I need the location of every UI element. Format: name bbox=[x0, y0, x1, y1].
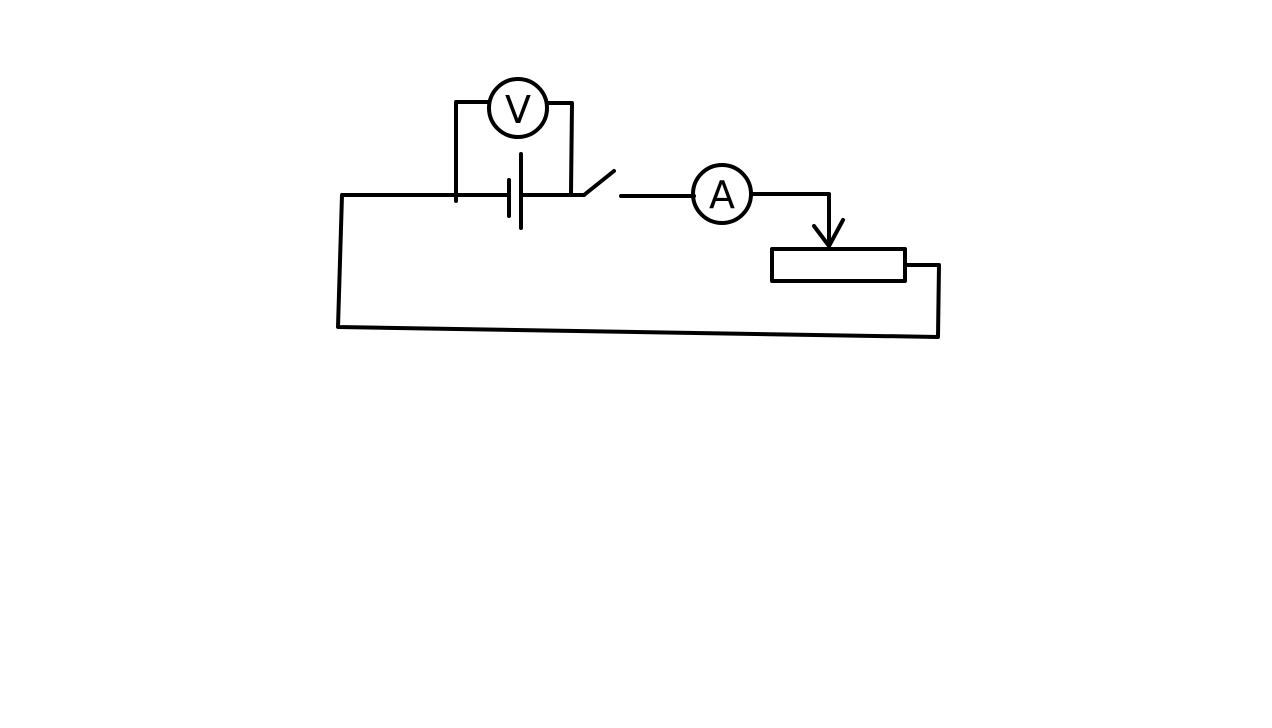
voltmeter-label: V bbox=[505, 88, 531, 132]
rheostat-body bbox=[770, 247, 907, 283]
voltmeter-branch: V bbox=[454, 77, 574, 203]
slider-arrow-icon bbox=[812, 218, 845, 248]
ammeter-to-rheostat-wire bbox=[749, 192, 831, 248]
switch-lever bbox=[582, 169, 616, 197]
ammeter: A bbox=[691, 163, 831, 248]
voltmeter-symbol bbox=[487, 77, 549, 139]
left-wire bbox=[336, 193, 941, 339]
rheostat bbox=[770, 218, 907, 283]
voltmeter-left-lead bbox=[454, 100, 491, 203]
ammeter-label: A bbox=[709, 173, 735, 217]
voltmeter-right-lead bbox=[545, 101, 574, 195]
battery-cell bbox=[507, 152, 523, 230]
open-switch bbox=[582, 169, 696, 198]
main-loop-wires bbox=[336, 193, 941, 339]
